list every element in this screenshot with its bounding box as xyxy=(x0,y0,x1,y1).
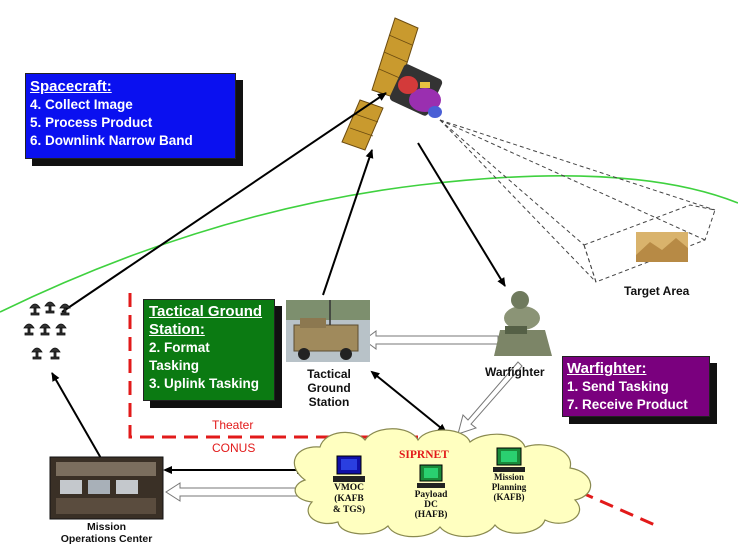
satellite-icon xyxy=(341,17,443,151)
payload-dc-computer-icon xyxy=(417,464,445,488)
horizon-line xyxy=(0,175,738,313)
tgs-box: Tactical Ground Station: 2. Format Taski… xyxy=(143,299,275,401)
vmoc-label: VMOC (KAFB & TGS) xyxy=(332,483,366,515)
spacecraft-step-4: 4. Collect Image xyxy=(30,97,133,112)
theater-label: Theater xyxy=(212,418,254,432)
arrow-moc-sites-to-satellite xyxy=(61,92,387,313)
spacecraft-step-5: 5. Process Product xyxy=(30,115,153,130)
spacecraft-box: Spacecraft: 4. Collect Image 5. Process … xyxy=(25,73,236,159)
spacecraft-title: Spacecraft: xyxy=(30,78,112,95)
warfighter-step-7: 7. Receive Product xyxy=(567,397,688,412)
ground-antenna-icons xyxy=(23,301,71,360)
tgs-title-line2: Station: xyxy=(149,321,205,338)
arrow-downlink-warfighter xyxy=(417,142,506,287)
warfighter-label: Warfighter xyxy=(485,365,545,379)
hollow-arrow-warfighter-to-cloud xyxy=(457,361,523,435)
arrow-tgs-cloud xyxy=(370,370,447,433)
mission-planning-computer-icon xyxy=(493,447,525,472)
siprnet-label: SIPRNET xyxy=(399,449,449,461)
warfighter-title: Warfighter: xyxy=(567,360,647,377)
conus-boundary-tail xyxy=(579,490,656,527)
vmoc-computer-icon xyxy=(333,455,365,482)
warfighter-photo xyxy=(494,291,552,356)
warfighter-step-1: 1. Send Tasking xyxy=(567,379,669,394)
tgs-step-2-cont: Tasking xyxy=(149,358,200,373)
tactical-ground-station-photo xyxy=(286,300,370,362)
payload-dc-label: Payload DC (HAFB) xyxy=(414,490,448,520)
tgs-title-line1: Tactical Ground xyxy=(149,303,263,320)
tgs-step-3: 3. Uplink Tasking xyxy=(149,376,260,391)
target-area-label: Target Area xyxy=(624,284,690,298)
mission-operations-center-photo xyxy=(49,456,164,520)
tgs-label: Tactical Ground Station xyxy=(307,367,351,409)
theater-boundary xyxy=(128,293,470,439)
warfighter-box: Warfighter: 1. Send Tasking 7. Receive P… xyxy=(562,356,710,417)
sensor-beam xyxy=(439,119,716,283)
hollow-arrow-cloud-to-moc xyxy=(165,482,301,502)
tgs-step-2: 2. Format xyxy=(149,340,210,355)
moc-label: Mission Operations Center xyxy=(60,521,153,545)
arrow-moc-to-sites xyxy=(51,372,103,461)
arrow-tgs-uplink xyxy=(322,149,374,296)
hollow-arrow-warfighter-to-tgs xyxy=(363,330,499,350)
spacecraft-step-6: 6. Downlink Narrow Band xyxy=(30,133,193,148)
mission-planning-label: Mission Planning (KAFB) xyxy=(491,472,527,502)
conus-label: CONUS xyxy=(212,441,256,455)
